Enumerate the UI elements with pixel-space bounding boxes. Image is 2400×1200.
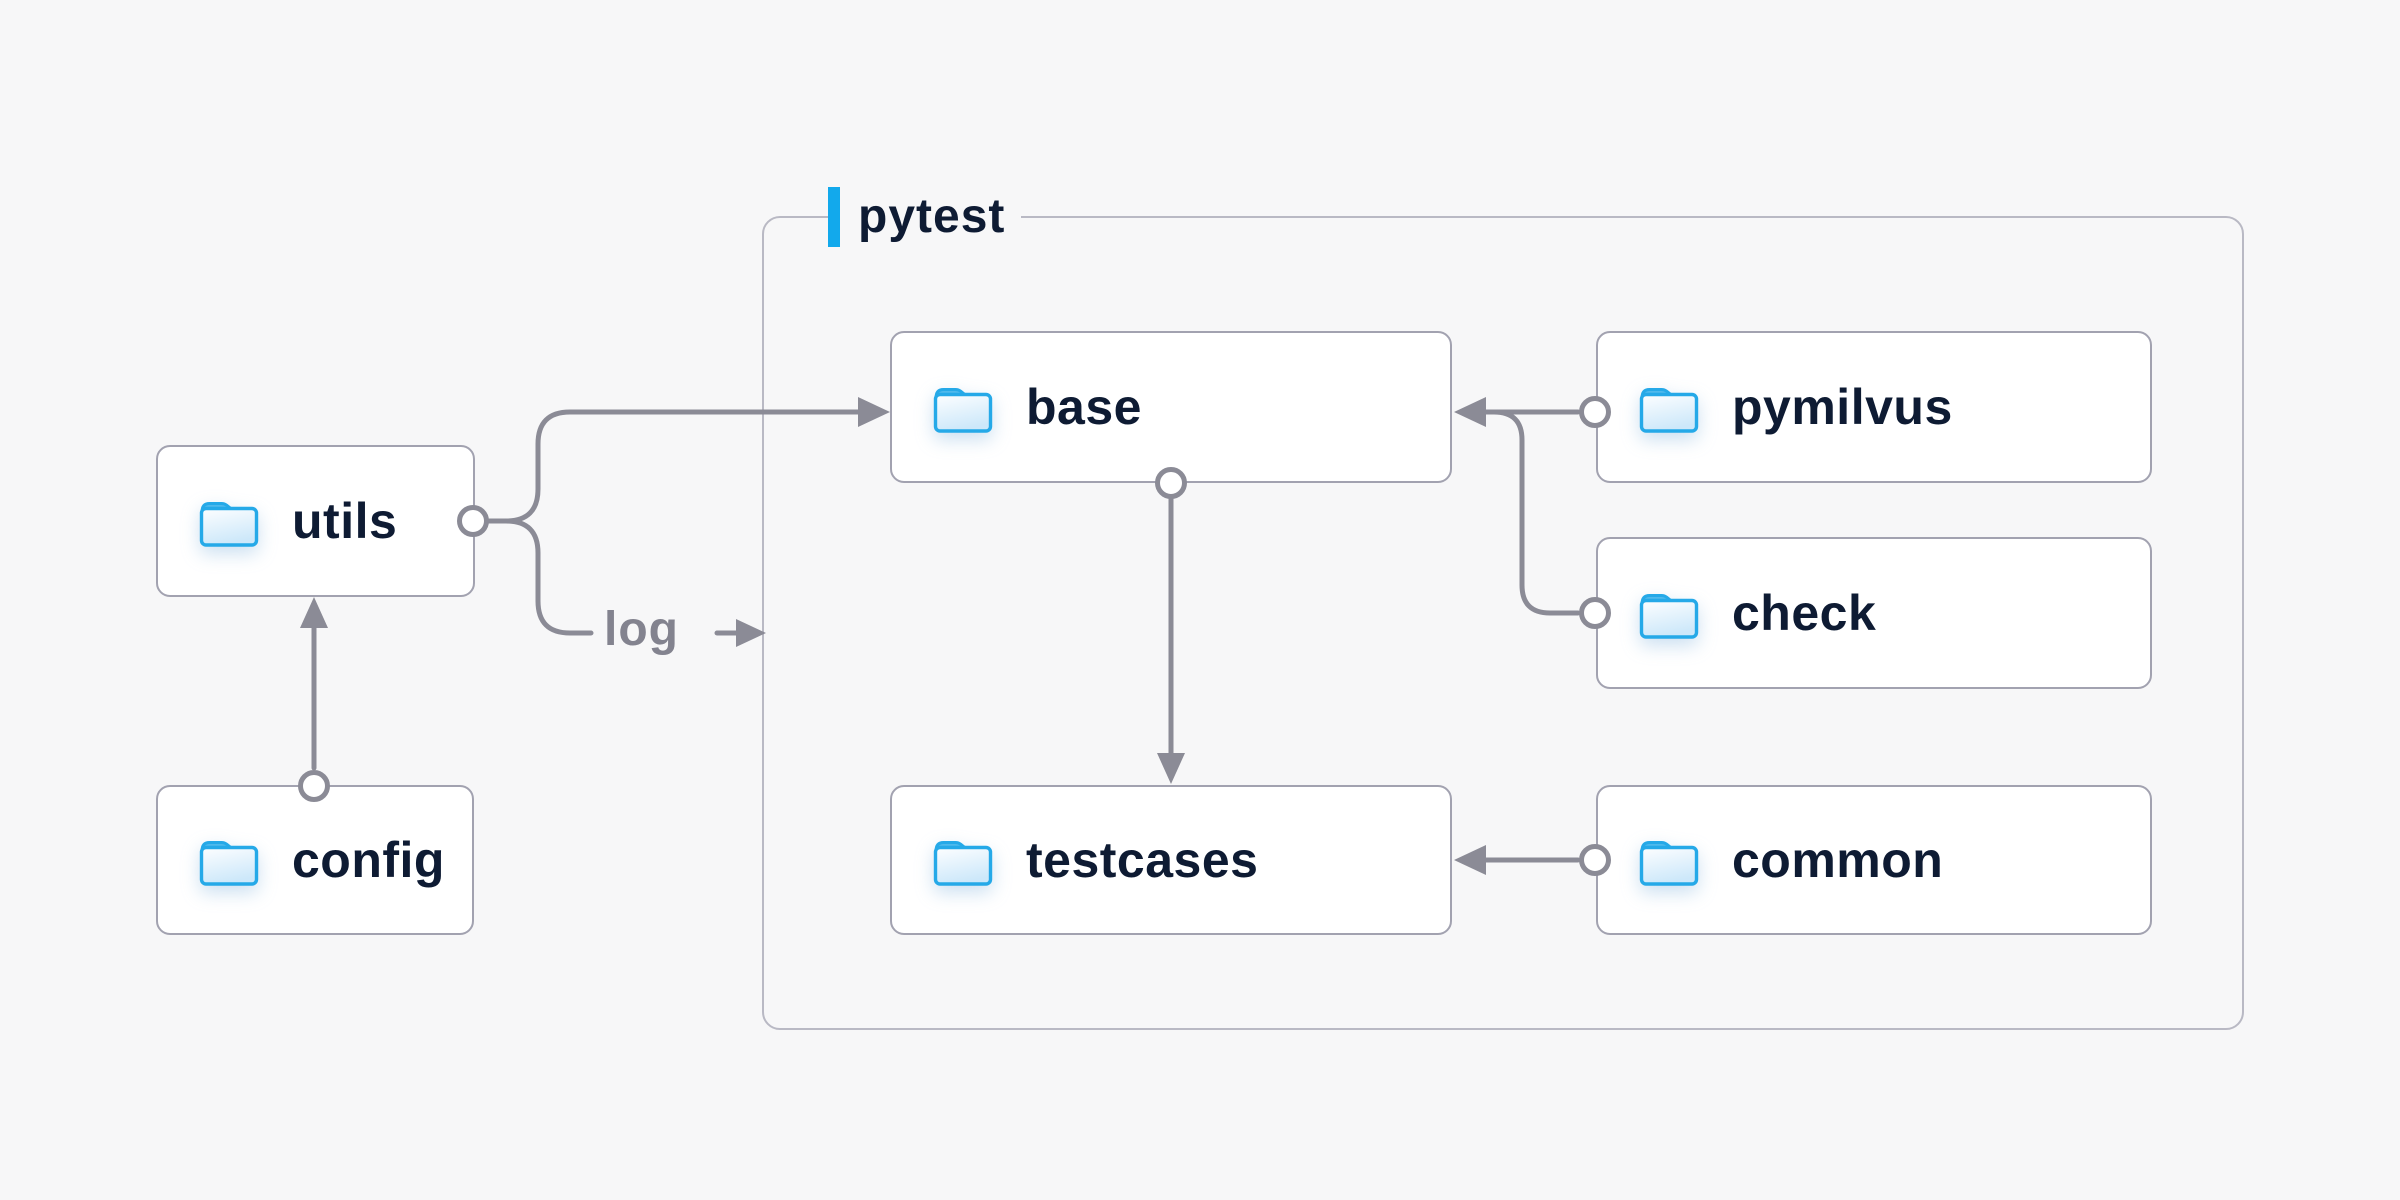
folder-icon	[199, 502, 259, 547]
folder-icon	[199, 841, 259, 886]
node-utils: utils	[156, 445, 475, 597]
node-label: common	[1732, 832, 1944, 888]
node-common: common	[1596, 785, 2152, 935]
folder-icon	[1639, 388, 1699, 433]
accent-bar	[828, 187, 840, 247]
node-label: config	[292, 832, 445, 888]
folder-icon	[1639, 841, 1699, 886]
folder-icon	[933, 841, 993, 886]
node-label: pymilvus	[1732, 379, 1953, 435]
group-pytest-label: pytest	[828, 185, 1022, 249]
node-pymilvus: pymilvus	[1596, 331, 2152, 483]
node-label: utils	[292, 493, 398, 549]
node-check: check	[1596, 537, 2152, 689]
edge-config-utils	[298, 597, 330, 802]
node-config: config	[156, 785, 474, 935]
folder-icon	[1639, 594, 1699, 639]
edge-label-log: log	[604, 603, 679, 656]
node-testcases: testcases	[890, 785, 1452, 935]
node-label: base	[1026, 379, 1142, 435]
group-title: pytest	[858, 190, 1006, 243]
node-base: base	[890, 331, 1452, 483]
node-label: testcases	[1026, 832, 1259, 888]
folder-icon	[933, 388, 993, 433]
node-label: check	[1732, 585, 1877, 641]
